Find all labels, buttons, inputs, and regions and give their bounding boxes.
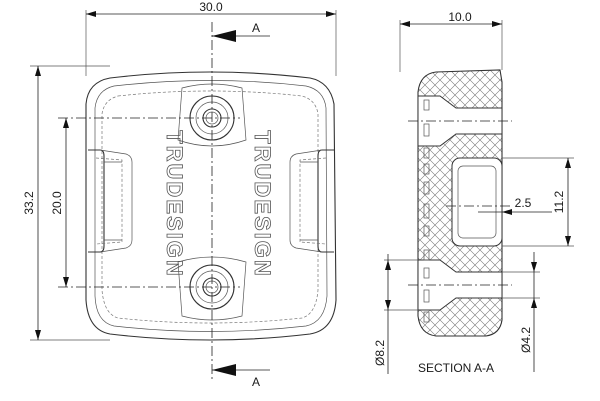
- brand-text-left: TRUDESIGN: [162, 130, 187, 278]
- section-view: 10.0 11.2 2.5 Ø8.2: [373, 10, 574, 375]
- counterbore-dimension: Ø8.2: [373, 254, 418, 374]
- section-marker-top-label: A: [252, 21, 260, 35]
- front-view: TRUDESIGN TRUDESIGN A: [22, 0, 337, 389]
- top-counterbore: [417, 95, 503, 147]
- section-marker-bottom: A: [212, 364, 270, 389]
- hole-spacing-dimension: 20.0: [50, 118, 69, 287]
- slot-length-dimension-value: 11.2: [552, 190, 566, 213]
- part-outline: [85, 71, 337, 341]
- middle-slot: [451, 157, 503, 247]
- width-dimension-value: 30.0: [199, 0, 223, 14]
- height-dimension: 33.2: [22, 65, 110, 341]
- slot-length-dimension: 11.2: [502, 157, 574, 247]
- emboss-edge-details: [423, 99, 430, 323]
- width-dimension: 30.0: [85, 0, 337, 76]
- section-title: SECTION A-A: [418, 361, 494, 375]
- counterbore-dimension-value: Ø8.2: [373, 340, 387, 366]
- height-dimension-value: 33.2: [22, 191, 36, 215]
- hole-dimension: Ø4.2: [502, 252, 540, 372]
- brand-text-right: TRUDESIGN: [250, 130, 275, 278]
- hole-spacing-dimension-value: 20.0: [50, 191, 64, 215]
- part-hidden-edge: [101, 90, 319, 324]
- middle-slot-inner: [457, 165, 497, 239]
- thickness-dimension: 10.0: [399, 10, 503, 72]
- section-marker-top: A: [212, 21, 270, 42]
- slot-depth-dimension-value: 2.5: [515, 196, 532, 210]
- part-inner-outline: [94, 80, 328, 332]
- right-slot: [289, 149, 334, 253]
- section-marker-bottom-label: A: [252, 375, 260, 389]
- hole-dimension-value: Ø4.2: [519, 327, 533, 353]
- thickness-dimension-value: 10.0: [448, 10, 472, 24]
- left-slot: [88, 149, 133, 253]
- slot-depth-dimension: 2.5: [478, 196, 552, 215]
